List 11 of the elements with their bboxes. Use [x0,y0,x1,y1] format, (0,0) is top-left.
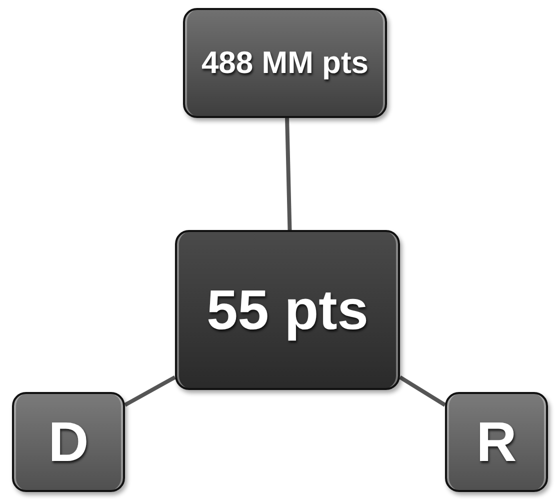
connector-line [124,375,176,407]
box-label: 55 pts [206,280,368,340]
rounded-box [183,8,387,118]
rounded-box [445,392,548,492]
connector-line [398,376,446,407]
box-label: R [476,412,517,472]
box-label: 488 MM pts [201,46,369,80]
rounded-box [12,392,125,492]
connector-line [285,118,292,230]
rounded-box [175,230,400,390]
box-label: D [48,412,89,472]
